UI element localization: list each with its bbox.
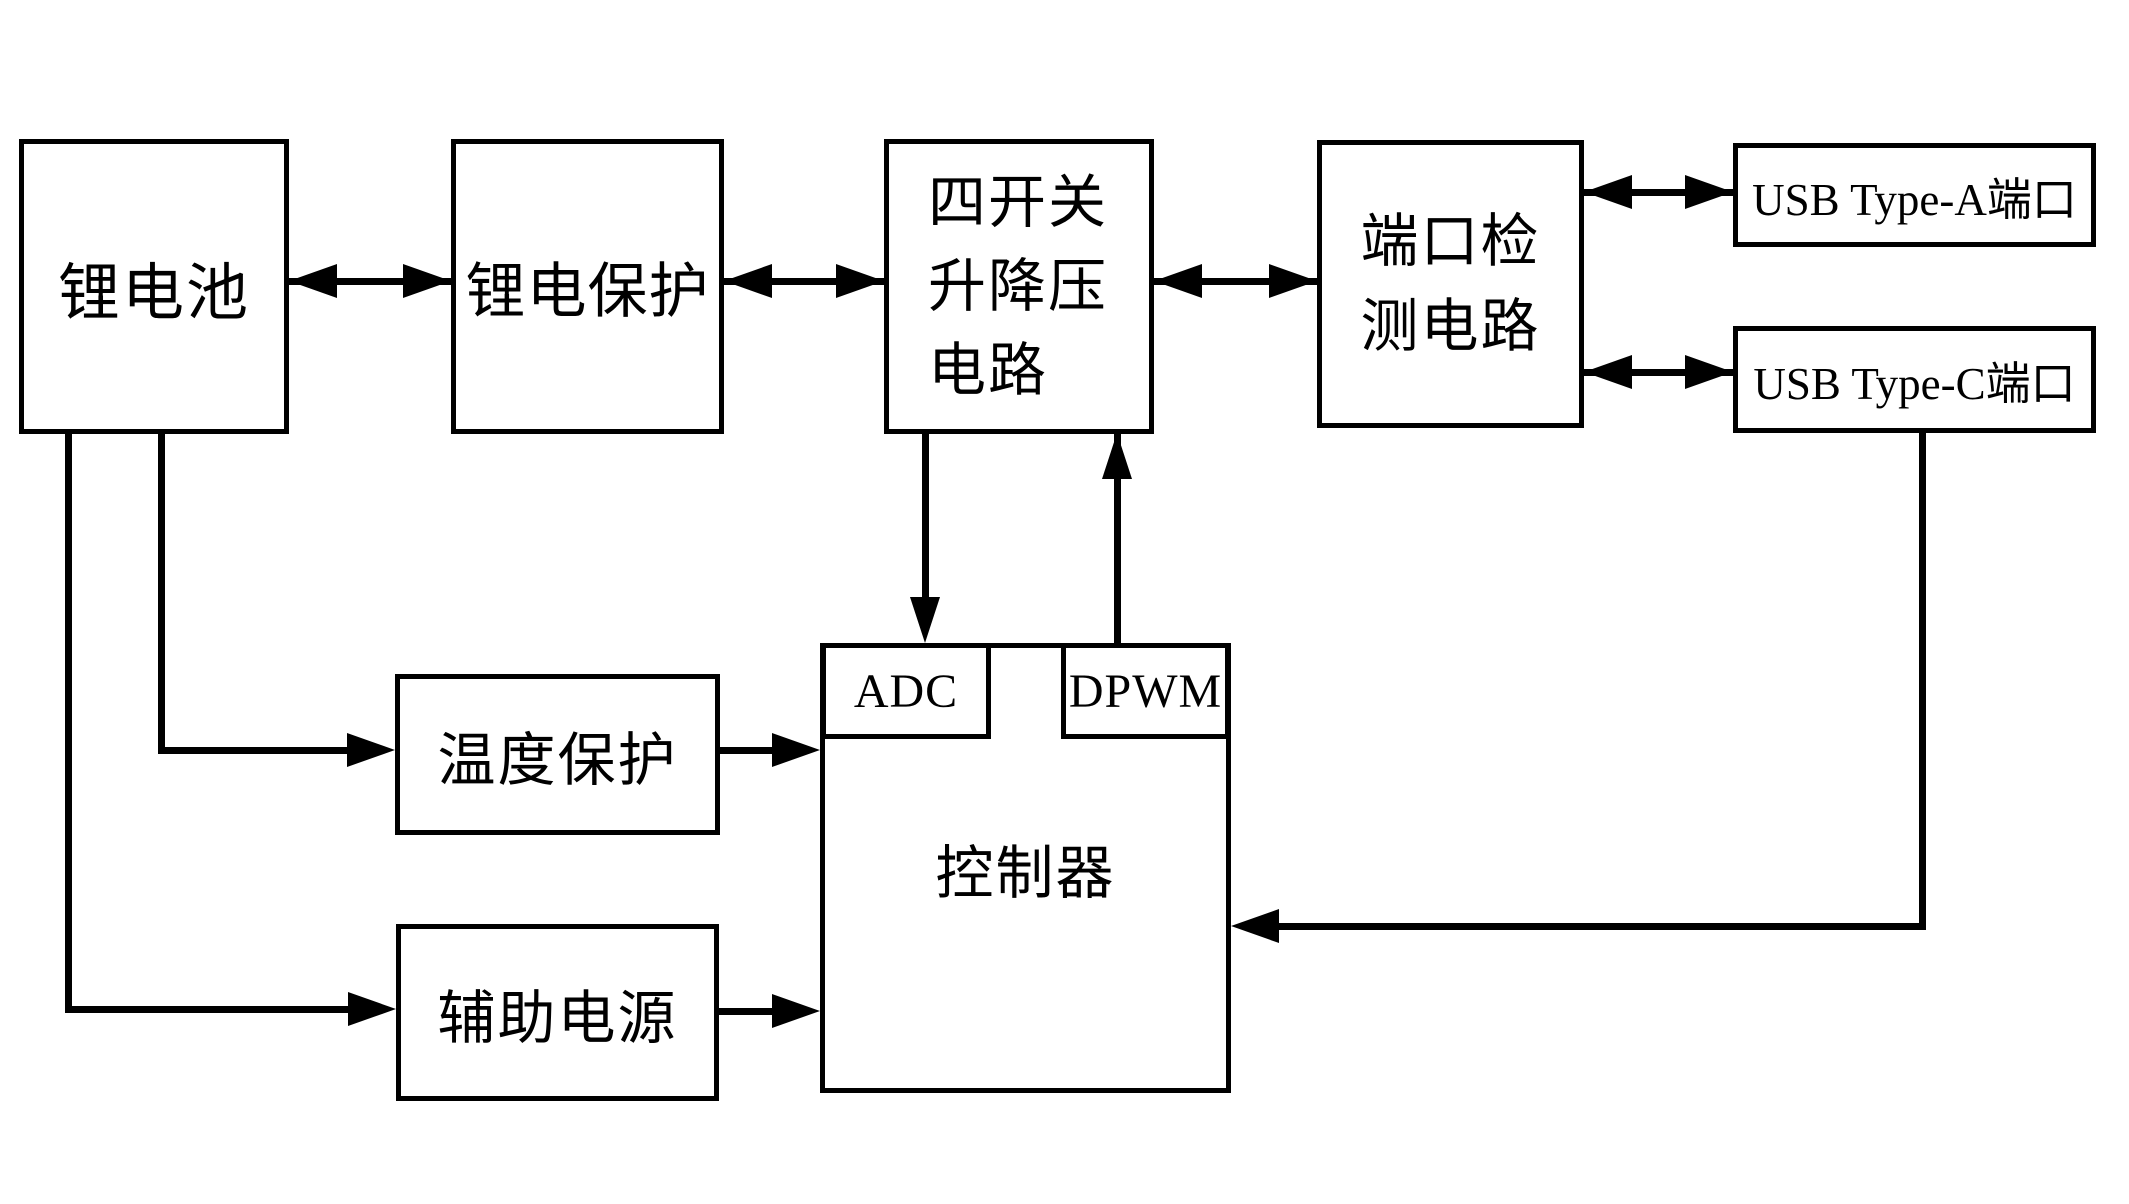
arrowhead-down-adc-icon [910, 597, 940, 643]
block-buck-boost-line3: 电路 [928, 337, 1049, 403]
block-port-detection-line1: 端口检 [1360, 209, 1541, 274]
block-adc: ADC [821, 643, 991, 739]
block-temperature-protection-label: 温度保护 [437, 727, 678, 793]
arrowhead-left-battery-icon [289, 264, 337, 298]
arrowhead-left-protection-icon [724, 264, 772, 298]
arrowhead-right-usbc-icon [1685, 355, 1733, 389]
connector-portdet-usbc-shaft [1584, 369, 1733, 376]
block-temperature-protection: 温度保护 [395, 674, 720, 835]
arrowhead-right-controller-aux-icon [772, 994, 820, 1028]
arrowhead-left-portdet-bottom-icon [1584, 355, 1632, 389]
connector-portdet-usba-shaft [1584, 189, 1733, 196]
connector-temp-controller-shaft [720, 747, 772, 754]
block-battery-protection-label: 锂电保护 [465, 259, 710, 325]
block-buck-boost-line1: 四开关 [928, 169, 1109, 235]
block-battery-label: 锂电池 [57, 259, 250, 328]
block-auxiliary-power-label: 辅助电源 [437, 985, 678, 1051]
connector-battery-aux-vertical [65, 433, 72, 1013]
connector-usbc-controller-vertical [1919, 432, 1926, 929]
block-buck-boost-line2: 升降压 [928, 253, 1109, 319]
arrowhead-right-usba-icon [1685, 175, 1733, 209]
arrowhead-left-portdet-top-icon [1584, 175, 1632, 209]
connector-battery-aux-horizontal [65, 1006, 348, 1013]
arrowhead-up-buckboost-icon [1102, 433, 1132, 479]
connector-battery-protection-shaft [289, 278, 451, 285]
connector-usbc-controller-horizontal [1279, 923, 1926, 930]
block-usb-type-a: USB Type-A端口 [1733, 143, 2096, 247]
arrowhead-right-aux-icon [348, 992, 396, 1026]
connector-buckboost-portdet-shaft [1154, 278, 1317, 285]
block-battery-protection: 锂电保护 [451, 139, 724, 434]
block-dpwm: DPWM [1061, 643, 1230, 739]
connector-battery-temp-vertical [158, 433, 165, 754]
block-controller-label: 控制器 [935, 841, 1116, 906]
connector-dpwm-buckboost-shaft [1114, 433, 1121, 643]
arrowhead-right-protection-icon [403, 264, 451, 298]
arrowhead-right-temp-icon [347, 733, 395, 767]
block-port-detection-line2: 测电路 [1360, 294, 1541, 359]
arrowhead-right-portdet-icon [1269, 264, 1317, 298]
arrowhead-right-controller-temp-icon [772, 733, 820, 767]
connector-aux-controller-shaft [719, 1008, 772, 1015]
arrowhead-right-buckboost-icon [836, 264, 884, 298]
arrowhead-left-controller-usbc-icon [1231, 909, 1279, 943]
connector-buckboost-adc-shaft [922, 433, 929, 600]
block-usb-type-c: USB Type-C端口 [1733, 326, 2096, 433]
block-usb-type-c-label: USB Type-C端口 [1753, 359, 2076, 409]
block-auxiliary-power: 辅助电源 [396, 924, 719, 1101]
block-dpwm-label: DPWM [1068, 664, 1223, 718]
connector-protection-buckboost-shaft [724, 278, 884, 285]
arrowhead-left-buckboost-icon [1154, 264, 1202, 298]
block-usb-type-a-label: USB Type-A端口 [1752, 174, 2077, 225]
block-adc-label: ADC [853, 664, 959, 718]
block-buck-boost: 四开关 升降压 电路 [884, 139, 1154, 434]
block-port-detection: 端口检 测电路 [1317, 140, 1584, 428]
connector-battery-temp-horizontal [158, 747, 347, 754]
block-battery: 锂电池 [19, 139, 289, 434]
